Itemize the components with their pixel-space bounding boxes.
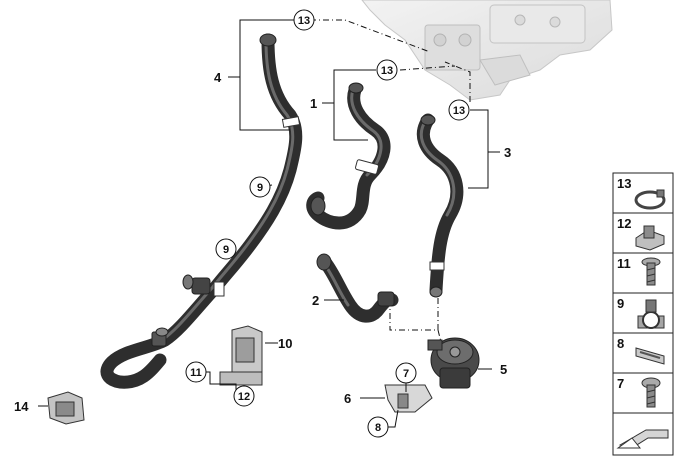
hose-clamp-icon	[634, 189, 666, 210]
callout-bubble-13b	[376, 59, 398, 81]
callout-10: 10	[278, 336, 292, 351]
callout-13a: 13	[298, 15, 310, 27]
screw-icon	[641, 257, 661, 286]
callout-9b: 9	[223, 244, 229, 256]
hose-2	[316, 253, 399, 323]
bracket-6	[384, 384, 433, 413]
callouts: 13 13 13 4 1 3 2 5 6 10 14 9 9 11 12 7 8	[14, 9, 511, 438]
callout-bubble-13c	[448, 99, 470, 121]
nut-icon	[635, 225, 665, 251]
callout-1: 1	[310, 96, 317, 111]
water-pump	[427, 337, 480, 389]
spring-clip-icon	[635, 347, 665, 365]
bolt-icon	[641, 377, 661, 408]
callout-2: 2	[312, 293, 319, 308]
callout-bubble-9a	[249, 176, 271, 198]
arrow-icon	[616, 429, 669, 449]
parts-table-11: 11	[617, 256, 631, 271]
callout-4: 4	[214, 70, 222, 85]
callout-bubble-7	[395, 362, 417, 384]
callout-7: 7	[403, 368, 409, 380]
parts-table: 13 12 11 9 8	[612, 172, 674, 456]
parts-table-8: 8	[617, 336, 624, 351]
callout-14: 14	[14, 399, 29, 414]
callout-bubble-13a	[293, 9, 315, 31]
callout-13c: 13	[453, 105, 465, 117]
parts-table-9: 9	[617, 296, 624, 311]
callout-leaders	[38, 19, 500, 428]
clip-icon	[637, 299, 665, 329]
callout-bubble-12	[233, 385, 255, 407]
engine-block	[361, 0, 613, 101]
reference-lines	[310, 19, 471, 347]
bracket-10	[219, 325, 263, 386]
parts-table-12: 12	[617, 216, 631, 231]
callout-5: 5	[500, 362, 507, 377]
callout-11: 11	[190, 367, 202, 379]
callout-12: 12	[238, 391, 250, 403]
callout-bubble-8	[367, 416, 389, 438]
hose-1	[306, 82, 391, 230]
callout-bubble-9b	[215, 238, 237, 260]
hose-3	[416, 113, 464, 298]
callout-9a: 9	[257, 182, 263, 194]
callout-bubble-11	[185, 361, 207, 383]
callout-6: 6	[344, 391, 351, 406]
callout-13b: 13	[381, 65, 393, 77]
clip-14	[47, 391, 85, 425]
hose-4	[100, 33, 303, 389]
parts-table-7: 7	[617, 376, 624, 391]
callout-3: 3	[504, 145, 511, 160]
parts-table-13: 13	[617, 176, 631, 191]
callout-8: 8	[375, 422, 381, 434]
